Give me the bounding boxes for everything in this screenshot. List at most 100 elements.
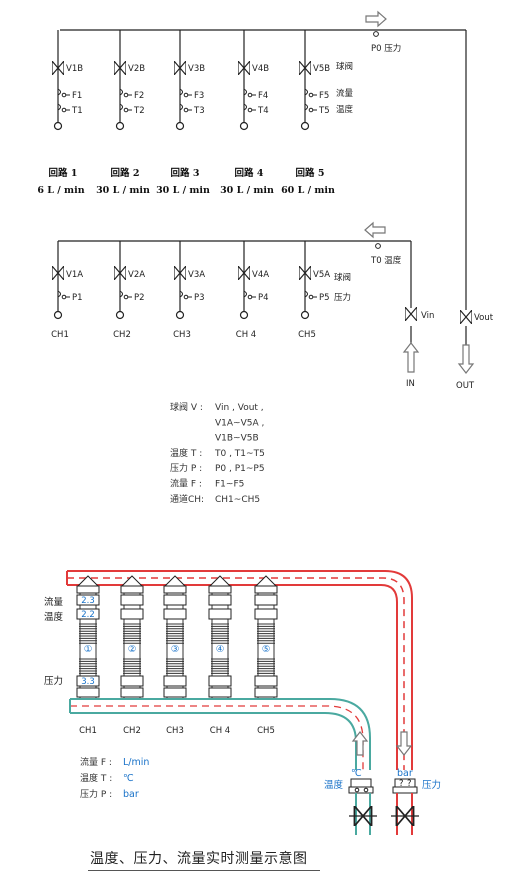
mid-flow-arrow-icon <box>364 221 386 239</box>
mid-valve-label: V2A <box>128 270 145 280</box>
bottom-label-pressure: 压力 <box>44 675 63 687</box>
bottom-channel-label: CH 4 <box>210 726 230 736</box>
mid-pressure-label: P3 <box>194 293 205 303</box>
channel-number: ① <box>84 644 93 655</box>
unit-value: ℃ <box>123 773 134 784</box>
top-side-labels: 球阀 流量 温度 <box>336 61 354 115</box>
unit-key: 流量 F : <box>80 756 112 768</box>
top-header-pipe <box>60 29 467 345</box>
loop-label: 回路 2 <box>111 167 140 179</box>
mid-channel-label: CH 4 <box>236 330 256 340</box>
channel-number: ③ <box>171 644 180 655</box>
mid-pressure-label: P5 <box>319 293 330 303</box>
legend-value: V1A~V5A , <box>215 418 264 428</box>
loop-rate: 30 L / min <box>96 185 150 196</box>
loop-label: 回路 5 <box>296 167 325 179</box>
legend-key: 温度 T : <box>170 447 202 459</box>
loop-rate: 30 L / min <box>220 185 274 196</box>
bottom-channel-label: CH1 <box>79 726 97 736</box>
top-side-label-temp: 温度 <box>336 104 354 115</box>
legend-value: F1~F5 <box>215 480 244 490</box>
bottom-channel-label: CH5 <box>257 726 275 736</box>
vout-valve: Vout <box>460 310 494 324</box>
bottom-column-3: ③ CH3 <box>163 575 187 736</box>
bottom-pressure-unit: bar <box>397 768 413 779</box>
loop-label: 回路 1 <box>49 167 78 179</box>
bottom-temp-unit: ℃ <box>351 768 362 779</box>
mid-channel-label: CH5 <box>298 330 316 340</box>
bottom-vin-valve <box>349 793 377 835</box>
vin-valve: Vin <box>405 307 434 321</box>
caption: 温度、压力、流量实时测量示意图 <box>90 851 308 867</box>
mid-pressure-label: P1 <box>72 293 83 303</box>
in-label: IN <box>406 379 415 389</box>
bottom-red-pipe <box>66 570 413 770</box>
mid-side-labels: 球阀 压力 <box>334 272 351 303</box>
out-label: OUT <box>456 381 475 391</box>
legend-value: CH1~CH5 <box>215 495 260 505</box>
top-flow-label: F1 <box>72 91 82 101</box>
top-valve-label: V2B <box>128 64 145 74</box>
bottom-channel-label: CH3 <box>166 726 184 736</box>
legend-key: 球阀 V : <box>170 401 203 413</box>
top-temp-label: T2 <box>133 106 145 116</box>
loop-rate: 30 L / min <box>156 185 210 196</box>
svg-text:?: ? <box>407 779 412 789</box>
bottom-label-temp: 温度 <box>44 611 64 623</box>
bottom-column-5: ⑤ CH5 <box>254 575 278 736</box>
loop-label: 回路 4 <box>235 167 264 179</box>
bottom-flow-up-arrow-icon <box>351 731 369 756</box>
loop-label: 回路 3 <box>171 167 200 179</box>
channel-number: ⑤ <box>262 644 271 655</box>
bottom-temp-label: 温度 <box>324 779 344 791</box>
top-flow-arrow-icon <box>365 10 387 28</box>
bottom-left-labels: 流量 温度 压力 <box>44 596 64 687</box>
temp-reading: 2.2 <box>81 610 95 620</box>
unit-value: bar <box>123 789 139 800</box>
mid-valve-label: V5A <box>313 270 330 280</box>
bottom-temp-sensor: ℃ 温度 <box>324 768 374 794</box>
mid-pressure-label: P2 <box>134 293 145 303</box>
top-flow-label: F3 <box>194 91 204 101</box>
t0-label: T0 温度 <box>370 255 402 266</box>
mid-side-label-pressure: 压力 <box>334 292 351 303</box>
out-arrow-icon <box>457 344 475 374</box>
top-temp-label: T4 <box>257 106 269 116</box>
in-arrow-icon <box>402 342 420 373</box>
top-flow-label: F4 <box>258 91 268 101</box>
mid-channel-label: CH3 <box>173 330 191 340</box>
top-flow-label: F5 <box>319 91 329 101</box>
top-side-label-flow: 流量 <box>336 88 354 99</box>
unit-key: 压力 P : <box>80 788 112 800</box>
p0-label: P0 压力 <box>371 43 401 54</box>
svg-text:?: ? <box>399 779 404 789</box>
top-temp-label: T5 <box>318 106 330 116</box>
top-valve-label: V3B <box>188 64 205 74</box>
p0-sensor: P0 压力 <box>371 31 401 54</box>
channel-number: ② <box>128 644 137 655</box>
legend-value: T0 , T1~T5 <box>214 449 265 459</box>
legend-value: Vin , Vout , <box>215 403 264 413</box>
bottom-vout-valve <box>391 793 419 835</box>
mid-valve-label: V1A <box>66 270 83 280</box>
top-valve-label: V4B <box>252 64 269 74</box>
mid-channel-label: CH2 <box>113 330 131 340</box>
vout-label: Vout <box>474 313 494 323</box>
bottom-pressure-label: 压力 <box>422 779 441 791</box>
bottom-column-4: ④CH 4 <box>208 575 232 736</box>
